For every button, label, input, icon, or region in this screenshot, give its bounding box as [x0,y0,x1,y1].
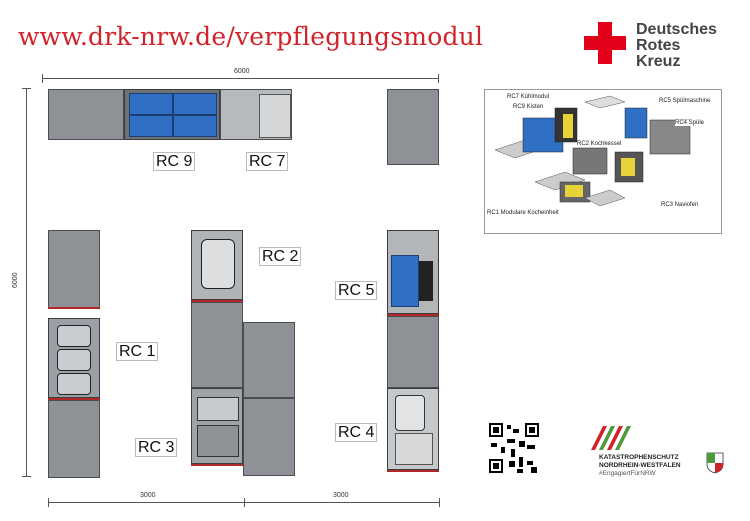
bottom-left-dimension-line [48,502,244,503]
rc5-dishwasher-module[interactable] [387,230,439,314]
red-edge [48,398,100,400]
table-panel-middle [191,302,243,388]
rc3-oven-module[interactable] [191,388,243,464]
blue-box [129,93,173,115]
header-url[interactable]: www.drk-nrw.de/verpflegungsmodul [18,22,484,51]
blue-box [173,115,217,137]
burner [57,325,91,347]
dim-tick [42,74,43,83]
table-panel-left [48,230,100,308]
drain-board [395,433,433,465]
dishwasher-blue [391,255,419,307]
fridge-unit [259,94,291,138]
katastrophenschutz-logo-icon [591,426,631,450]
dim-tick [22,476,31,477]
ks-line-1: KATASTROPHENSCHUTZ [599,454,679,461]
rc7-fridge-module[interactable] [220,89,292,140]
table-panel-top-left [48,89,124,140]
inset-label-rc9: RC9 Kisten [513,104,544,110]
rc2-kettle-module[interactable] [191,230,243,300]
burner [57,349,91,371]
bottom-left-dimension-label: 3000 [140,492,156,499]
rc3-label: RC 3 [135,438,178,457]
rc4-label: RC 4 [335,423,378,442]
inset-label-rc4: RC4 Spüle [675,120,705,126]
bottom-right-dimension-line [244,502,440,503]
dishwasher-control [419,261,433,301]
oven-body [197,425,239,457]
dim-tick [22,88,31,89]
red-edge [48,307,100,309]
red-cross-icon [584,22,626,64]
qr-code-icon[interactable] [487,421,541,475]
table-panel-right [387,316,439,388]
table-panel-middle-right [243,322,295,398]
rc1-cooking-unit[interactable] [48,318,100,398]
table-panel-middle-right-bottom [243,398,295,476]
ks-hashtag: #EngagiertFürNRW [599,470,656,477]
top-dimension-line [42,78,439,79]
rc4-sink-module[interactable] [387,388,439,470]
left-dimension-label: 6000 [12,272,19,288]
dim-tick [244,498,245,507]
red-edge [191,464,243,466]
red-edge [387,470,439,472]
logo-line-1: Deutsches [636,21,717,38]
logo-line-2: Rotes [636,37,681,54]
inset-label-rc3: RC3 Naviofen [661,202,699,208]
left-dimension-line [26,88,27,476]
dim-tick [48,498,49,507]
kettle [201,239,235,289]
inset-label-rc7: RC7 Kühlmodul [507,94,550,100]
blue-box [129,115,173,137]
dim-tick [439,498,440,507]
nrw-coat-of-arms-icon [706,452,724,474]
inset-label-rc2: RC2 Kochkessel [577,141,622,147]
katastrophenschutz-text: KATASTROPHENSCHUTZ NORDRHEIN-WESTFALEN #… [599,454,681,478]
red-edge [387,314,439,316]
top-dimension-label: 6000 [234,68,250,75]
inset-label-rc1: RC1 Modulare Kocheinheit [487,210,559,216]
sink-basin [395,395,425,431]
rc2-label: RC 2 [259,247,302,266]
blue-box [173,93,217,115]
table-panel-left-bottom [48,400,100,478]
overview-drawing [494,95,691,207]
dim-tick [438,74,439,83]
rc9-boxes-module[interactable] [124,89,220,140]
rc1-label: RC 1 [116,342,159,361]
burner [57,373,91,395]
bottom-right-dimension-label: 3000 [333,492,349,499]
ks-line-2: NORDRHEIN-WESTFALEN [599,462,681,469]
table-panel-top-right [387,89,439,165]
logo-line-3: Kreuz [636,53,681,70]
rc7-label: RC 7 [246,152,289,171]
rc9-label: RC 9 [153,152,196,171]
rc5-label: RC 5 [335,281,378,300]
red-edge [191,300,243,302]
oven-top [197,397,239,421]
overview-illustration: RC7 Kühlmodul RC9 Kisten RC5 Spülmaschin… [484,89,722,234]
inset-label-rc5: RC5 Spülmaschine [659,98,711,104]
drk-logo-text: Deutsches Rotes Kreuz [636,22,717,70]
